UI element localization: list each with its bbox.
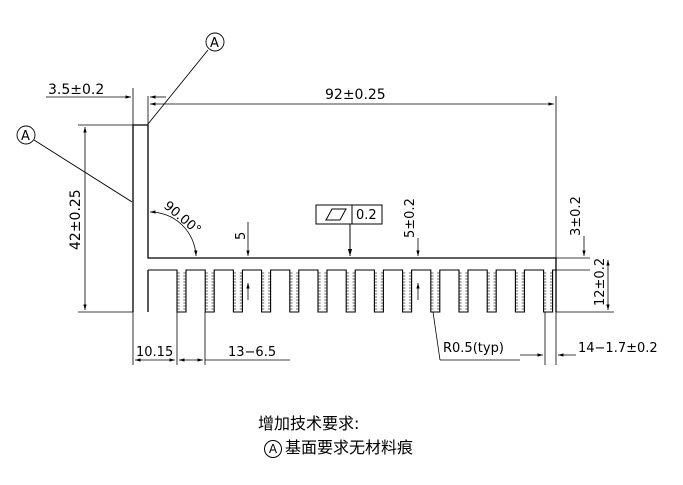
dim-overall-height: [78, 124, 133, 313]
dim-5-tol-label: 5±0.2: [403, 198, 418, 238]
dim-bottom: [132, 311, 576, 365]
angle-label: 90.00°: [160, 199, 203, 239]
dim-fin-thickness-label: 14−1.7±0.2: [578, 341, 658, 356]
datum-marker-icon: A: [264, 439, 282, 458]
dim-3-label: 3±0.2: [569, 196, 584, 236]
fin-outline-path: [148, 269, 556, 313]
dim-92-label: 92±0.25: [325, 87, 386, 103]
heatsink-profile: [132, 124, 557, 312]
dim-base-thickness: [556, 236, 590, 271]
notes-title: 增加技术要求:: [258, 414, 360, 433]
dim-42-label: 42±0.25: [68, 189, 84, 250]
dim-overall-width: [147, 96, 557, 258]
dim-12-label: 12±0.2: [593, 258, 608, 306]
flatness-value: 0.2: [356, 208, 377, 223]
datum-a-top-letter: A: [210, 36, 219, 51]
dim-radius-label: R0.5(typ): [443, 341, 504, 356]
notes-item-text: 基面要求无材料痕: [285, 438, 414, 457]
dim-5-label: 5: [234, 232, 249, 240]
datum-a-left: [16, 125, 133, 203]
dim-flange-thickness: [46, 88, 166, 125]
fin-serrations: [177, 272, 553, 310]
angle-arc: [149, 210, 198, 257]
datum-a-top: [147, 32, 225, 125]
dim-pitch-label: 13−6.5: [228, 345, 276, 360]
dim-3-5-label: 3.5±0.2: [48, 82, 104, 98]
flatness-frame: [315, 204, 383, 256]
fins-group: [148, 269, 556, 313]
dim-10-15-label: 10.15: [136, 345, 173, 360]
dim-fin-height: [556, 260, 614, 313]
datum-a-left-letter: A: [21, 129, 30, 144]
